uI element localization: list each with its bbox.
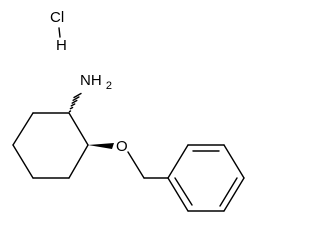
hashed-wedge-bond	[68, 92, 82, 113]
chemical-structure: Cl H NH 2 O	[12, 9, 245, 212]
solid-wedge-bond	[88, 143, 114, 149]
ring-bond	[68, 112, 89, 146]
hcl-salt: Cl H	[50, 9, 67, 54]
ring-bond	[68, 144, 89, 179]
ring-bond	[12, 144, 34, 179]
o-ch2-bond	[127, 151, 145, 179]
h-cl-bond	[58, 27, 61, 38]
amine-label-text: NH	[80, 72, 102, 89]
chlorine-label: Cl	[50, 9, 64, 26]
hydrogen-label: H	[56, 37, 67, 54]
amine-label: NH 2	[80, 72, 112, 92]
benzene-ring	[167, 144, 245, 212]
cyclohexane-ring	[12, 112, 89, 179]
ring-bond	[12, 112, 34, 146]
ether-oxygen-label: O	[116, 138, 128, 155]
amine-subscript: 2	[106, 80, 112, 92]
